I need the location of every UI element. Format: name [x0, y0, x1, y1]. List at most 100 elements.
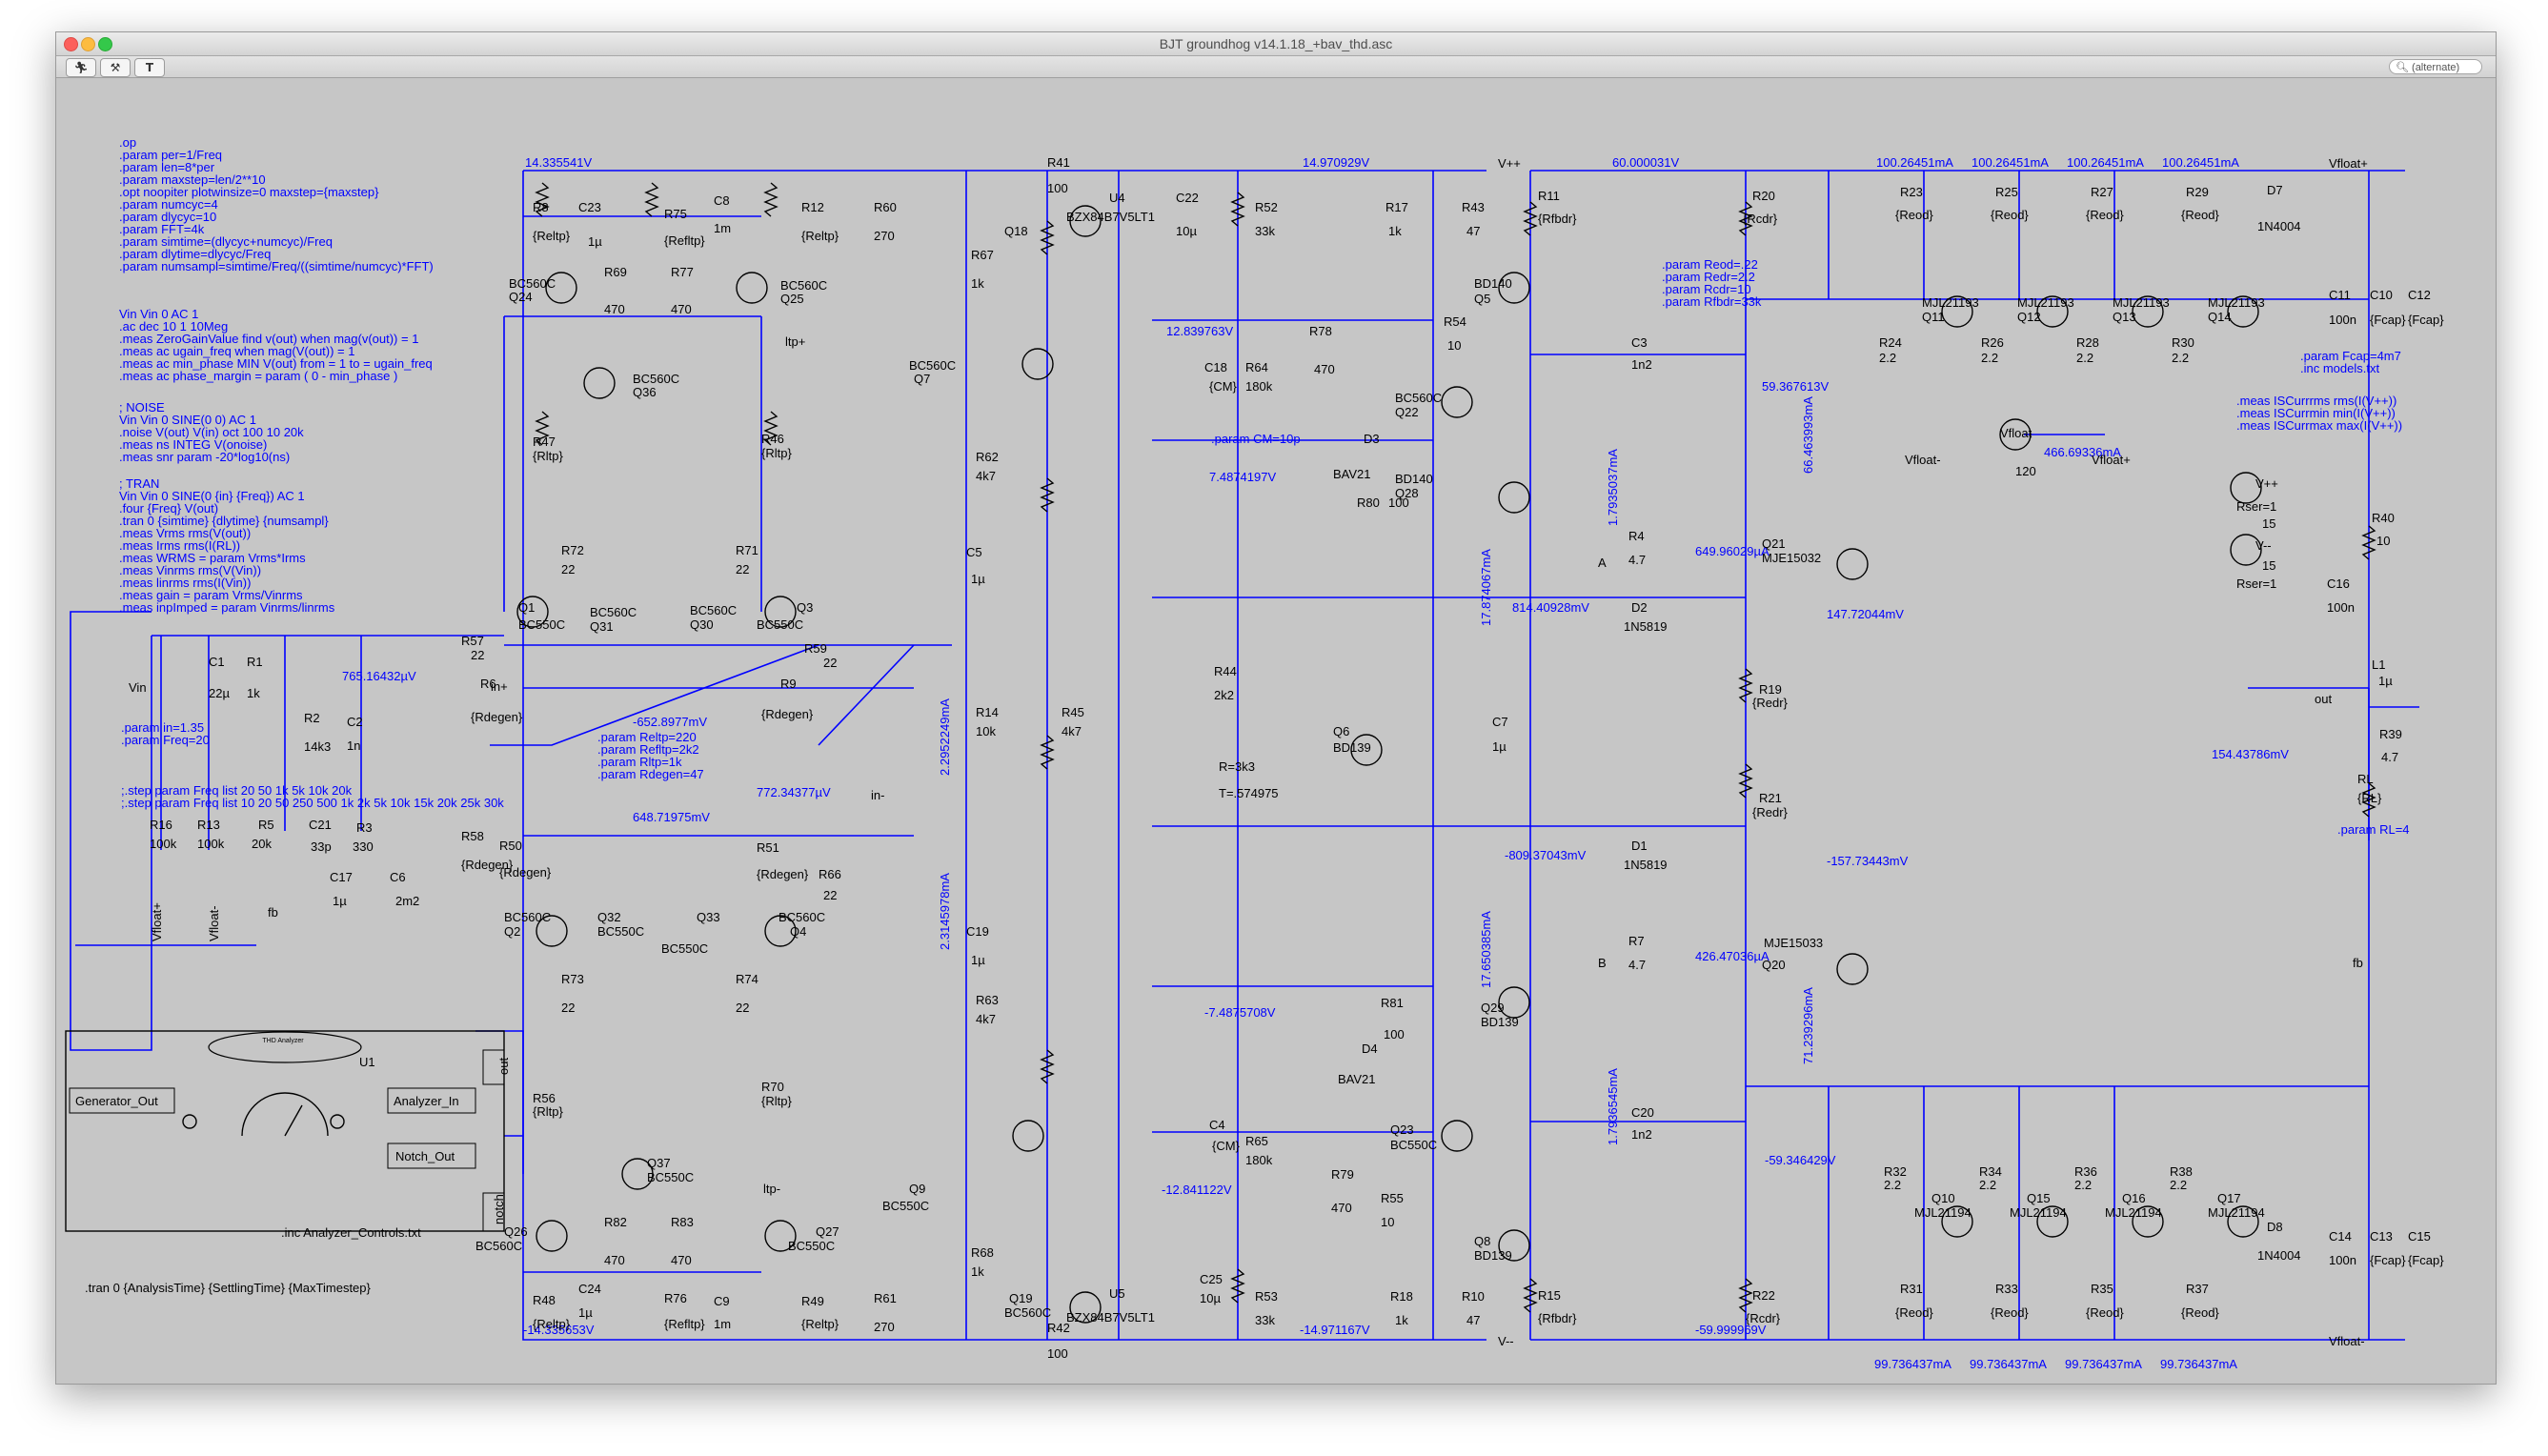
- component-label: R49: [801, 1294, 824, 1308]
- component-label: R50: [499, 839, 522, 853]
- component-label: 33k: [1255, 1313, 1275, 1327]
- net-label: Vfloat+: [150, 902, 164, 941]
- voltage-readout: 765.16432µV: [342, 669, 416, 683]
- current-readout: 2.2952249mA: [938, 698, 952, 776]
- component-label: {Refltp}: [664, 1317, 705, 1331]
- component-label: Q31: [590, 619, 614, 634]
- voltage-readout: 648.71975mV: [633, 810, 710, 824]
- component-label: R76: [664, 1291, 687, 1305]
- component-label: Q32: [597, 910, 621, 924]
- component-label: BC550C: [1390, 1138, 1437, 1152]
- component-label: R67: [971, 248, 994, 262]
- net-label: V--: [1498, 1334, 1514, 1348]
- component-label: BC560C: [633, 372, 679, 386]
- component-label: R39: [2379, 727, 2402, 741]
- component-label: BD139: [1481, 1015, 1519, 1029]
- analyzer-in-pin[interactable]: Analyzer_In: [394, 1094, 459, 1108]
- component-label: 1µ: [2378, 674, 2393, 688]
- component-label: D3: [1364, 432, 1380, 446]
- component-label: 10: [2376, 534, 2390, 548]
- component-label: 10µ: [1200, 1291, 1221, 1305]
- directive-line: .noise V(out) V(in) oct 100 10 20k: [119, 425, 304, 439]
- component-label: {Reod}: [2086, 208, 2124, 222]
- component-label: {Fcap}: [2408, 313, 2444, 327]
- component-label: L1: [2372, 657, 2385, 672]
- component-label: BC560C: [780, 278, 827, 293]
- component-label: C5: [966, 545, 982, 559]
- component-label: Q30: [690, 617, 714, 632]
- component-label: BC560C: [504, 910, 551, 924]
- component-label: 2.2: [2172, 351, 2189, 365]
- running-man-icon[interactable]: 🏃︎: [66, 58, 96, 77]
- component-label: Q1: [518, 600, 535, 615]
- current-readout: 99.736437mA: [2065, 1357, 2142, 1371]
- component-label: 15: [2262, 558, 2275, 573]
- notch-pin[interactable]: notch: [492, 1194, 506, 1224]
- voltage-readout: 154.43786mV: [2212, 747, 2289, 761]
- component-label: Q13: [2113, 310, 2136, 324]
- component-label: Q23: [1390, 1122, 1414, 1137]
- component-label: C17: [330, 870, 353, 884]
- component-label: 22: [471, 648, 484, 662]
- voltage-readout: -59.999969V: [1695, 1323, 1767, 1337]
- directive-line: .inc models.txt: [2300, 361, 2379, 375]
- component-label: R6: [480, 677, 496, 691]
- component-label: 470: [671, 1253, 692, 1267]
- component-label: R23: [1900, 185, 1923, 199]
- out-pin[interactable]: out: [496, 1058, 511, 1075]
- component-label: 2.2: [2076, 351, 2093, 365]
- close-window-button[interactable]: [64, 37, 78, 51]
- component-label: 2.2: [2074, 1178, 2092, 1192]
- component-label: Q16: [2122, 1191, 2146, 1205]
- component-label: Q36: [633, 385, 657, 399]
- svg-text:;.step param Freq list 20 50 1: ;.step param Freq list 20 50 1k 5k 10k 2…: [121, 783, 504, 810]
- directive-line: .four {Freq} V(out): [119, 501, 218, 516]
- component-label: Q25: [780, 292, 804, 306]
- component-label: RL: [2357, 772, 2374, 786]
- component-label: BD139: [1333, 740, 1371, 755]
- search-input[interactable]: 🔍︎ (alternate): [2389, 59, 2482, 74]
- component-label: Q22: [1395, 405, 1419, 419]
- component-label: R60: [874, 200, 897, 214]
- notch-out-pin[interactable]: Notch_Out: [395, 1149, 455, 1163]
- hammer-icon[interactable]: ⚒: [100, 58, 131, 77]
- directive-line: .op: [119, 135, 136, 150]
- component-label: {Reod}: [1895, 208, 1933, 222]
- net-label: out: [2315, 692, 2332, 706]
- schematic-canvas[interactable]: .op.param per=1/Freq.param len=8*per.par…: [56, 78, 2496, 1384]
- voltage-readout: -14.335653V: [523, 1323, 595, 1337]
- component-label: R64: [1245, 360, 1268, 374]
- net-label: V++: [1498, 156, 1521, 171]
- component-label: BD140: [1395, 472, 1433, 486]
- component-label: C21: [309, 818, 332, 832]
- text-T-icon[interactable]: T: [134, 58, 165, 77]
- component-label: MJE15032: [1762, 551, 1821, 565]
- search-placeholder: (alternate): [2412, 62, 2460, 73]
- component-label: 330: [353, 839, 374, 854]
- directive-line: .meas ac ugain_freq when mag(V(out)) = 1: [119, 344, 355, 358]
- component-label: 1µ: [588, 234, 602, 249]
- minimize-window-button[interactable]: [81, 37, 95, 51]
- generator-out-pin[interactable]: Generator_Out: [75, 1094, 158, 1108]
- component-label: Q7: [914, 372, 930, 386]
- component-label: R12: [801, 200, 824, 214]
- component-label: Q37: [647, 1156, 671, 1170]
- title-bar: BJT groundhog v14.1.18_+bav_thd.asc: [56, 32, 2496, 56]
- component-label: {Rdegen}: [761, 707, 814, 721]
- component-label: Q33: [697, 910, 720, 924]
- component-label: C24: [578, 1282, 601, 1296]
- directive-line: .meas Irms rms(I(RL)): [119, 538, 240, 553]
- component-label: {Reltp}: [533, 229, 571, 243]
- voltage-readout: -7.4875708V: [1204, 1005, 1276, 1020]
- directive-line: .param simtime=(dlycyc+numcyc)/Freq: [119, 234, 333, 249]
- component-label: BC550C: [661, 941, 708, 956]
- zoom-window-button[interactable]: [98, 37, 112, 51]
- directive-line: .meas linrms rms(I(Vin)): [119, 576, 251, 590]
- component-label: Q19: [1009, 1291, 1033, 1305]
- component-label: MJL21193: [1922, 295, 1979, 310]
- voltage-readout: 59.367613V: [1762, 379, 1829, 394]
- component-label: Q15: [2027, 1191, 2051, 1205]
- component-label: R58: [461, 829, 484, 843]
- component-label: 2.2: [1884, 1178, 1901, 1192]
- component-label: R37: [2186, 1282, 2209, 1296]
